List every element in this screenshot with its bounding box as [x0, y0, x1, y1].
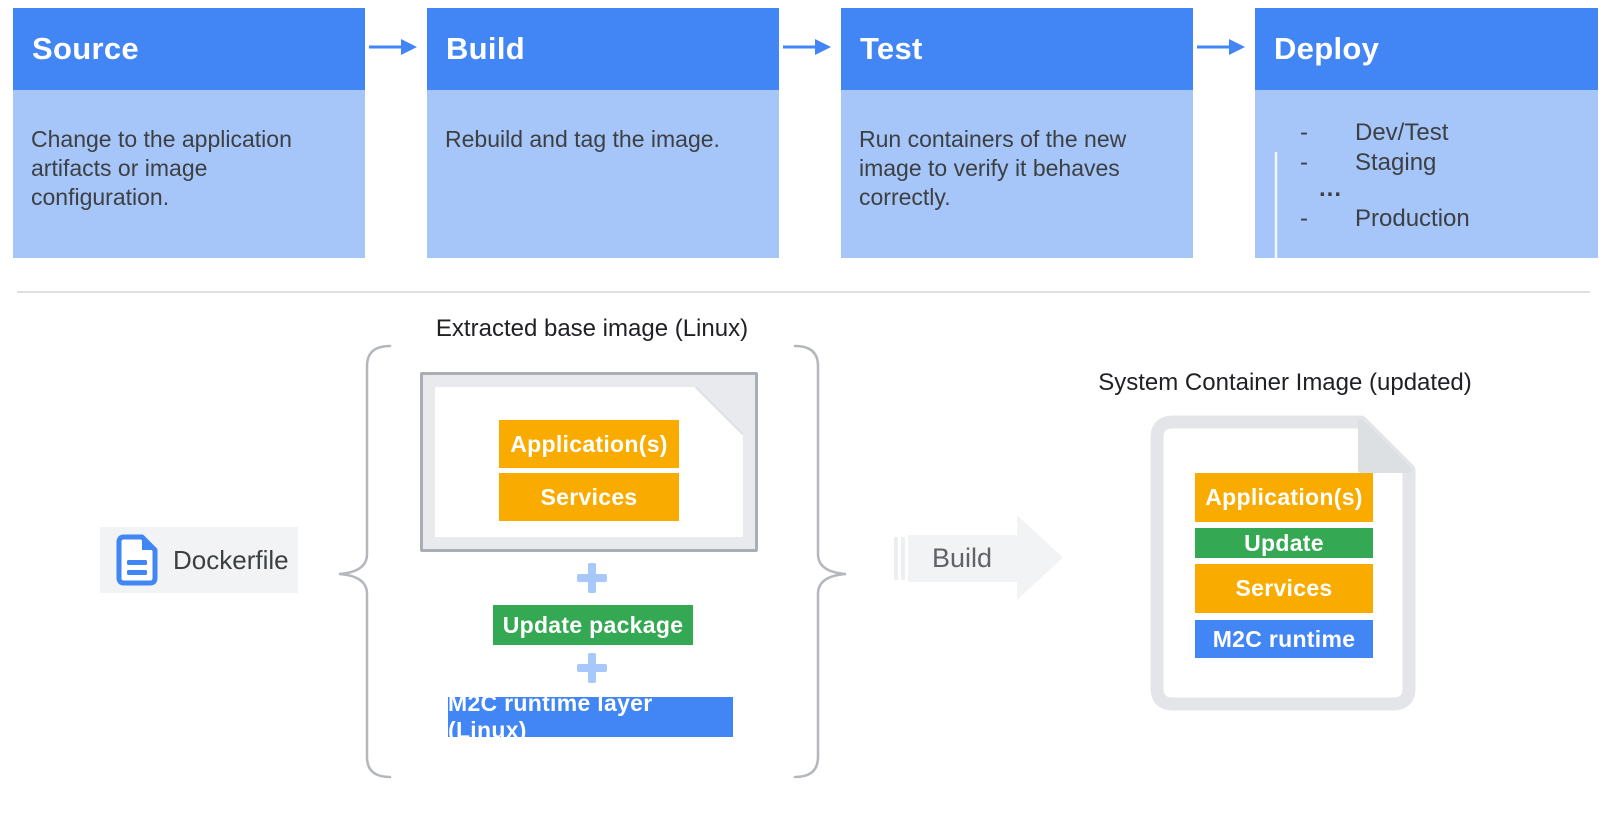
stage-header-test: Test: [841, 8, 1193, 90]
arrow-right-icon: [369, 39, 417, 55]
env-label: Production: [1355, 205, 1470, 232]
deploy-env-row: - Production: [1300, 204, 1470, 233]
base-layer-applications: Application(s): [499, 420, 679, 468]
arrow-right-icon: [783, 39, 831, 55]
extracted-base-image-title: Extracted base image (Linux): [435, 315, 749, 342]
update-package-box: Update package: [493, 605, 693, 645]
stage-body-deploy: - Dev/Test - Staging ... - Production: [1255, 90, 1598, 318]
env-label: ...: [1319, 175, 1343, 202]
env-label: Dev/Test: [1355, 119, 1449, 146]
stage-card-build: Build Rebuild and tag the image.: [427, 8, 779, 258]
env-bullet: -: [1300, 119, 1308, 146]
base-layer-services: Services: [499, 473, 679, 521]
extracted-base-image-doc: Application(s) Services: [420, 372, 758, 552]
stage-description: Rebuild and tag the image.: [427, 90, 779, 258]
runtime-layer-box: M2C runtime layer (Linux): [448, 690, 733, 743]
arrow-right-icon: [1197, 39, 1245, 55]
result-layer-services: Services: [1195, 564, 1373, 613]
stage-card-test: Test Run containers of the new image to …: [841, 8, 1193, 258]
stage-header-deploy: Deploy: [1255, 8, 1598, 90]
arrow-down-icon: [1270, 152, 1282, 318]
stage-title: Build: [446, 31, 525, 66]
page-fold-corner: [695, 387, 743, 435]
big-arrow-right-icon: [894, 515, 1063, 600]
system-container-image-title: System Container Image (updated): [1098, 369, 1472, 396]
stage-title: Test: [860, 31, 923, 66]
stage-title: Deploy: [1274, 31, 1380, 66]
stage-description: Run containers of the new image to verif…: [841, 90, 1193, 258]
plus-icon: [577, 653, 607, 683]
result-layer-m2c-runtime: M2C runtime: [1195, 620, 1373, 658]
stage-card-deploy: Deploy - Dev/Test - Staging ... - Productio…: [1255, 8, 1598, 318]
deploy-env-row: - Dev/Test: [1300, 118, 1448, 147]
env-label: Staging: [1355, 149, 1437, 176]
result-layer-applications: Application(s): [1195, 473, 1373, 522]
result-layer-update: Update: [1195, 528, 1373, 558]
stage-card-source: Source Change to the application artifac…: [13, 8, 365, 258]
deploy-env-row-ellipsis: ...: [1319, 174, 1342, 203]
build-arrow-label: Build: [931, 543, 993, 573]
dockerfile-chip: Dockerfile: [100, 527, 298, 593]
dog-ear-page-icon: Application(s) Services: [435, 387, 743, 537]
dog-ear-page-icon: [1150, 415, 1416, 711]
section-divider: [17, 291, 1590, 293]
curly-brace-right-icon: [793, 344, 847, 779]
deploy-env-row: - Staging: [1300, 148, 1436, 177]
env-bullet: -: [1300, 205, 1308, 232]
stage-description: Change to the application artifacts or i…: [13, 90, 365, 258]
stage-title: Source: [32, 31, 139, 66]
stage-header-build: Build: [427, 8, 779, 90]
stage-header-source: Source: [13, 8, 365, 90]
dockerfile-label: Dockerfile: [173, 544, 289, 575]
plus-icon: [577, 563, 607, 593]
document-icon: [116, 534, 158, 586]
curly-brace-left-icon: [338, 344, 392, 779]
env-bullet: -: [1300, 149, 1308, 176]
